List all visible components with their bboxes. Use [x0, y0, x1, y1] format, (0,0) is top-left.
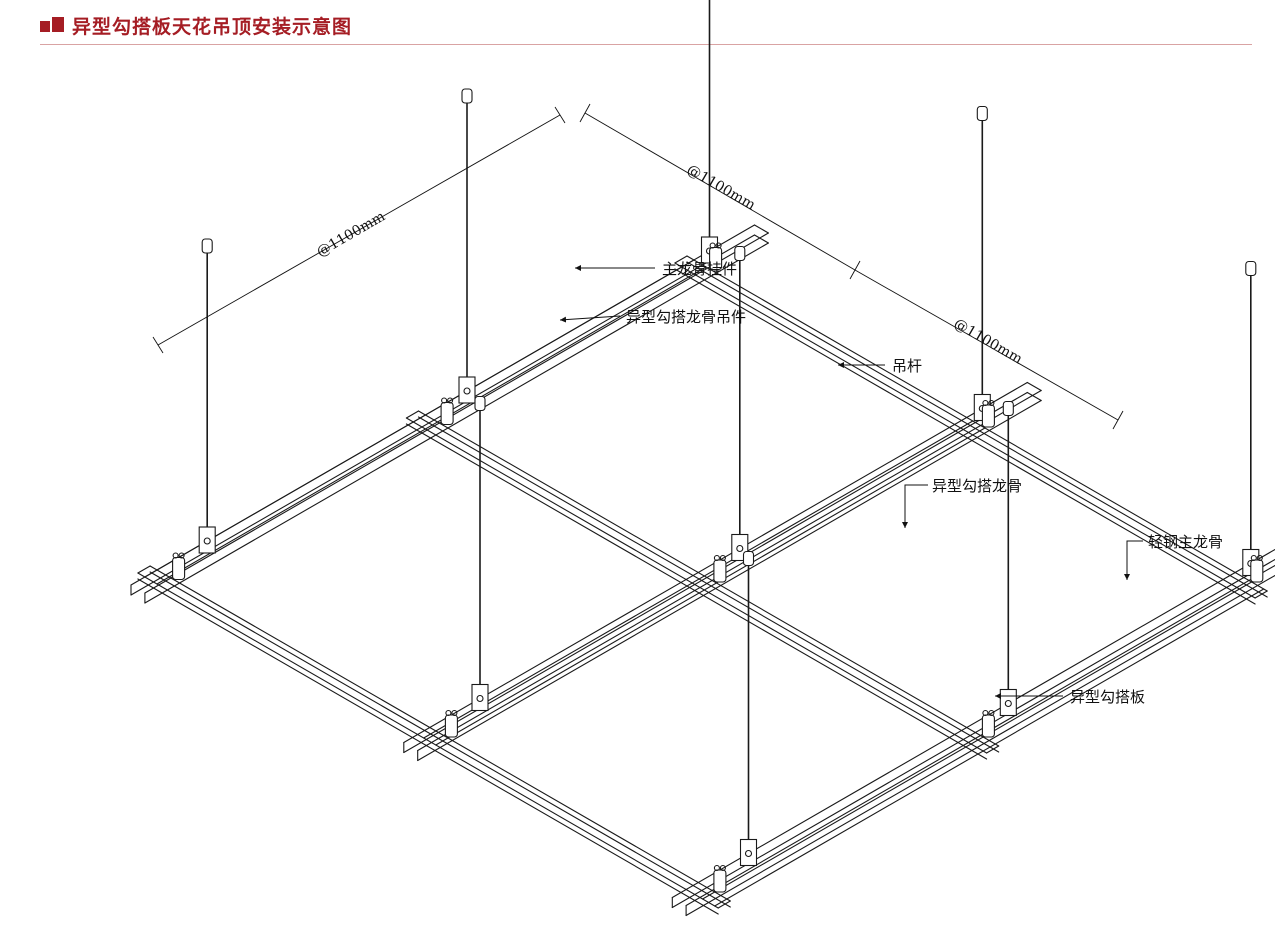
bolt-icon: [713, 554, 720, 562]
label-special-hook-panel: 异型勾搭板: [1070, 688, 1145, 706]
label-hanging-rod: 吊杆: [892, 357, 922, 375]
bolt-icon: [178, 552, 185, 559]
dimension-line-top-right: [584, 112, 856, 271]
bolt-icon: [463, 387, 471, 395]
rod-top-icon: [1245, 260, 1257, 277]
bolt-icon: [172, 552, 179, 559]
leader-special-hook-keel: [902, 484, 928, 528]
cross-keel-bar-1: [423, 420, 974, 739]
bolt-icon: [719, 554, 726, 562]
hook-keel-bar-2: [686, 255, 1268, 592]
rod-top-icon: [474, 395, 486, 412]
dimension-line-left: [157, 114, 561, 346]
hook-keel-bar-1: [405, 417, 988, 754]
bolt-icon: [982, 709, 989, 717]
bolt-icon: [1256, 554, 1263, 562]
dimension-top-right-label: @1100mm: [684, 162, 758, 214]
page-header: 异型勾搭板天花吊顶安装示意图: [40, 6, 1252, 45]
bolt-icon: [744, 849, 753, 858]
rod-top-icon: [201, 238, 213, 254]
keel-clip-icon: [713, 559, 727, 583]
bolt-icon: [713, 864, 720, 872]
keel-clip-icon: [444, 714, 458, 738]
leader-special-hook-keel-hanger: [559, 315, 621, 323]
keel-clip-icon: [713, 869, 727, 893]
label-main-keel-hanger: 主龙骨挂件: [662, 260, 737, 278]
bolt-icon: [988, 709, 995, 717]
hook-keel-bar-0: [149, 565, 731, 902]
leader-light-steel-main-keel: [1124, 540, 1143, 580]
label-light-steel-main-keel: 轻钢主龙骨: [1148, 533, 1223, 551]
cross-keel-bar-1: [435, 427, 986, 746]
bolt-icon: [715, 242, 722, 249]
main-keel-hanger-icon: [458, 376, 476, 404]
bolt-icon: [1004, 699, 1012, 708]
bolt-icon: [982, 399, 989, 407]
leader-lines: [559, 265, 1143, 699]
keel-clip-icon: [1250, 559, 1264, 583]
bolt-icon: [709, 242, 716, 249]
keel-clip-icon: [440, 401, 454, 426]
rod-top-icon: [976, 105, 988, 122]
main-keel-hanger-icon: [471, 683, 489, 712]
dimension-right-label: @1100mm: [951, 316, 1025, 368]
main-keel-hanger-icon: [739, 838, 758, 867]
rod-top-icon: [1002, 400, 1014, 417]
title-block-icon: [40, 17, 64, 32]
cross-keel-bar-0: [156, 266, 707, 585]
rod-top-icon: [734, 245, 746, 262]
main-keel-hanger-icon: [198, 526, 216, 554]
bolt-icon: [988, 399, 995, 407]
bolt-icon: [447, 397, 454, 404]
hook-keel-bar-0: [137, 572, 719, 909]
bolt-icon: [203, 537, 211, 545]
bolt-icon: [736, 544, 744, 553]
dimension-left-label: @1100mm: [314, 209, 388, 261]
keel-clip-icon: [981, 404, 995, 428]
cross-keel-bar-2: [702, 581, 1253, 900]
label-special-hook-keel: 异型勾搭龙骨: [932, 477, 1022, 495]
page-title: 异型勾搭板天花吊顶安装示意图: [72, 16, 353, 38]
cross-keel-bar-2: [714, 588, 1265, 907]
dimension-lines: [152, 103, 1124, 430]
label-special-hook-keel-hanger: 异型勾搭龙骨吊件: [626, 308, 746, 326]
bolt-icon: [451, 709, 458, 717]
bolt-icon: [719, 864, 726, 872]
bolt-icon: [1250, 554, 1257, 562]
keel-clip-icon: [981, 714, 995, 738]
keel-clip-icon: [709, 246, 723, 271]
rod-top-icon: [742, 550, 755, 567]
hook-keel-bar-2: [674, 262, 1256, 599]
main-keel-hanger-icon: [999, 688, 1017, 717]
keel-clip-icon: [172, 556, 186, 581]
rod-top-icon: [461, 88, 473, 104]
bolt-icon: [445, 709, 452, 717]
hook-keel-bar-1: [417, 410, 1000, 747]
bolt-icon: [441, 397, 448, 404]
dimension-line-right: [854, 269, 1119, 421]
bolt-icon: [476, 694, 484, 703]
